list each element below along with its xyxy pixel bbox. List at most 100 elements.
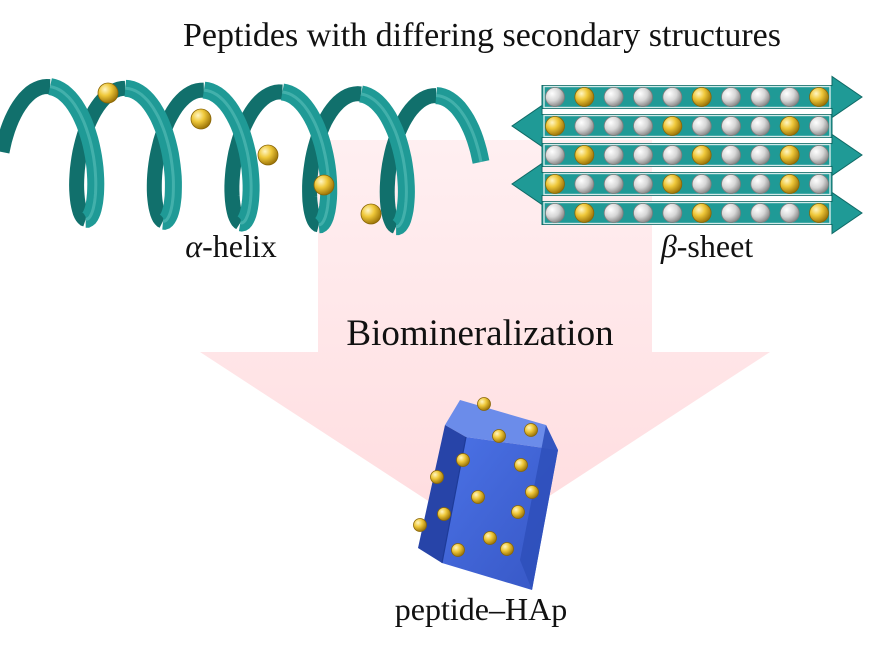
crystal-bead	[492, 429, 506, 443]
sheet-bead	[574, 203, 595, 223]
sheet-bead	[574, 174, 595, 194]
helix-ribbon-back	[224, 84, 283, 230]
sheet-bead	[603, 174, 624, 194]
peptide-hap-label: peptide–HAp	[395, 591, 567, 627]
helix-ribbon-back	[379, 88, 437, 234]
crystal-bead	[483, 531, 497, 545]
sheet-bead	[633, 145, 653, 165]
crystal-bead	[451, 543, 465, 557]
sheet-bead	[691, 87, 712, 107]
crystal-bead	[456, 453, 470, 467]
alpha-symbol: α	[185, 228, 203, 264]
sheet-bead	[603, 116, 624, 136]
beta-sheet-label: β-sheet	[660, 228, 753, 264]
sheet-bead	[633, 203, 653, 223]
sheet-bead	[691, 145, 712, 165]
beta-symbol: β	[660, 228, 677, 264]
crystal-bead	[524, 423, 538, 437]
down-arrow-icon	[200, 140, 770, 538]
helix-bead	[97, 82, 119, 104]
sheet-bead	[779, 145, 800, 165]
sheet-bead	[545, 87, 565, 107]
crystal-bead	[430, 470, 444, 484]
sheet-strand-outline	[543, 85, 831, 109]
sheet-bead	[662, 116, 683, 136]
crystal-bead	[500, 542, 514, 556]
sheet-bead	[662, 203, 683, 223]
sheet-bead	[574, 145, 595, 165]
sheet-bead	[721, 174, 741, 194]
sheet-bead	[633, 174, 653, 194]
helix-ribbon-highlight	[203, 88, 253, 225]
sheet-bead	[809, 116, 829, 136]
sheet-bead	[809, 203, 829, 223]
crystal-bead	[471, 490, 485, 504]
sheet-bead	[545, 174, 565, 194]
sheet-bead	[721, 203, 741, 223]
alpha-helix-icon	[0, 78, 490, 236]
helix-ribbon-highlight	[49, 85, 98, 221]
helix-bead	[360, 203, 382, 225]
helix-ribbon-highlight	[282, 90, 331, 227]
sheet-bead	[750, 203, 771, 223]
helix-ribbon-highlight	[360, 92, 408, 229]
sheet-strand-outline	[543, 172, 831, 196]
beta-sheet-icon	[511, 75, 863, 235]
sheet-strand-outline	[543, 114, 831, 138]
sheet-bead	[662, 87, 683, 107]
sheet-bead	[633, 87, 653, 107]
sheet-bead	[750, 145, 771, 165]
helix-ribbon-highlight	[436, 94, 483, 163]
sheet-bead	[574, 87, 595, 107]
sheet-bead	[633, 116, 653, 136]
sheet-bead	[545, 203, 565, 223]
crystal-bead	[413, 518, 427, 532]
helix-ribbon-back	[146, 82, 205, 228]
sheet-bead	[750, 174, 771, 194]
sheet-bead	[809, 87, 829, 107]
sheet-strand-outline	[543, 201, 831, 225]
sheet-bead	[721, 145, 741, 165]
helix-bead	[190, 108, 212, 130]
helix-ribbon-back	[302, 86, 362, 233]
sheet-bead	[545, 145, 565, 165]
sheet-bead	[662, 174, 683, 194]
crystal-bead	[514, 458, 528, 472]
alpha-helix-suffix: -helix	[202, 228, 277, 264]
sheet-bead	[721, 116, 741, 136]
helix-bead	[313, 174, 335, 196]
sheet-bead	[779, 174, 800, 194]
sheet-bead	[603, 145, 624, 165]
figure-title: Peptides with differing secondary struct…	[183, 17, 781, 54]
sheet-bead	[721, 87, 741, 107]
sheet-bead	[662, 145, 683, 165]
sheet-bead	[779, 116, 800, 136]
sheet-bead	[691, 116, 712, 136]
sheet-bead	[809, 145, 829, 165]
helix-ribbon-back	[0, 78, 51, 154]
sheet-bead	[750, 116, 771, 136]
sheet-bead	[691, 174, 712, 194]
helix-bead	[257, 144, 279, 166]
crystal-bead	[437, 507, 451, 521]
sheet-bead	[691, 203, 712, 223]
sheet-bead	[603, 203, 624, 223]
sheet-bead	[779, 203, 800, 223]
sheet-bead	[545, 116, 565, 136]
crystal-bead	[477, 397, 491, 411]
sheet-bead	[779, 87, 800, 107]
sheet-bead	[574, 116, 595, 136]
sheet-strand-outline	[543, 143, 831, 167]
sheet-bead	[809, 174, 829, 194]
biomineralization-label: Biomineralization	[346, 313, 613, 354]
helix-ribbon-highlight	[125, 86, 175, 223]
sheet-bead	[750, 87, 771, 107]
crystal-bead	[511, 505, 525, 519]
sheet-bead	[603, 87, 624, 107]
beta-sheet-suffix: -sheet	[677, 228, 754, 264]
hap-crystal-icon	[413, 397, 558, 590]
alpha-helix-label: α-helix	[185, 228, 276, 264]
crystal-bead	[525, 485, 539, 499]
